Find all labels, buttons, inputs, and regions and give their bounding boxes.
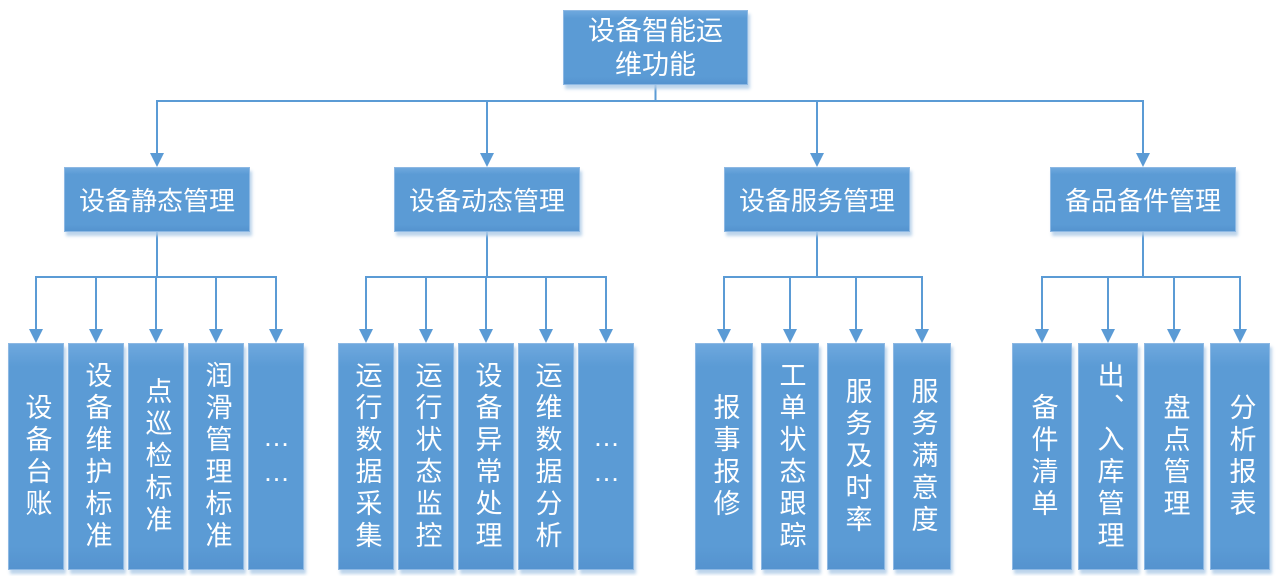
node-leaf-2-1: 工单状态跟踪 (761, 343, 819, 570)
connector-branch3-to-leaves (723, 232, 923, 330)
connector-branch4-to-leaves (1041, 232, 1241, 330)
node-leaf-1-0: 运行数据采集 (338, 343, 394, 570)
node-leaf-0-1: 设备维护标准 (68, 343, 124, 570)
node-root: 设备智能运维功能 (563, 10, 748, 85)
node-leaf-3-1: 出、入库管理 (1078, 343, 1138, 570)
arrowheads-branch4 (1035, 329, 1247, 343)
node-leaf-0-4: …… (248, 343, 304, 570)
node-leaf-2-0: 报事报修 (695, 343, 753, 570)
node-leaf-0-0: 设备台账 (8, 343, 64, 570)
node-leaf-0-2: 点巡检标准 (128, 343, 184, 570)
arrowheads-branch1 (29, 329, 283, 343)
node-leaf-3-2: 盘点管理 (1144, 343, 1204, 570)
node-leaf-1-4: …… (578, 343, 634, 570)
arrowheads-branches (150, 153, 1150, 167)
node-branch-spare-parts-management: 备品备件管理 (1050, 167, 1236, 232)
arrowheads-branch2 (359, 329, 613, 343)
node-branch-dynamic-management: 设备动态管理 (394, 167, 580, 232)
node-leaf-2-2: 服务及时率 (827, 343, 885, 570)
node-leaf-1-3: 运维数据分析 (518, 343, 574, 570)
node-leaf-3-3: 分析报表 (1210, 343, 1270, 570)
connector-branch1-to-leaves (35, 232, 277, 330)
node-branch-service-management: 设备服务管理 (724, 167, 910, 232)
node-leaf-1-1: 运行状态监控 (398, 343, 454, 570)
node-branch-static-management: 设备静态管理 (64, 167, 250, 232)
connector-branch2-to-leaves (365, 232, 607, 330)
node-leaf-0-3: 润滑管理标准 (188, 343, 244, 570)
node-leaf-2-3: 服务满意度 (893, 343, 951, 570)
connector-root-to-branches (156, 85, 1144, 154)
arrowheads-branch3 (717, 329, 929, 343)
node-leaf-1-2: 设备异常处理 (458, 343, 514, 570)
node-leaf-3-0: 备件清单 (1012, 343, 1072, 570)
